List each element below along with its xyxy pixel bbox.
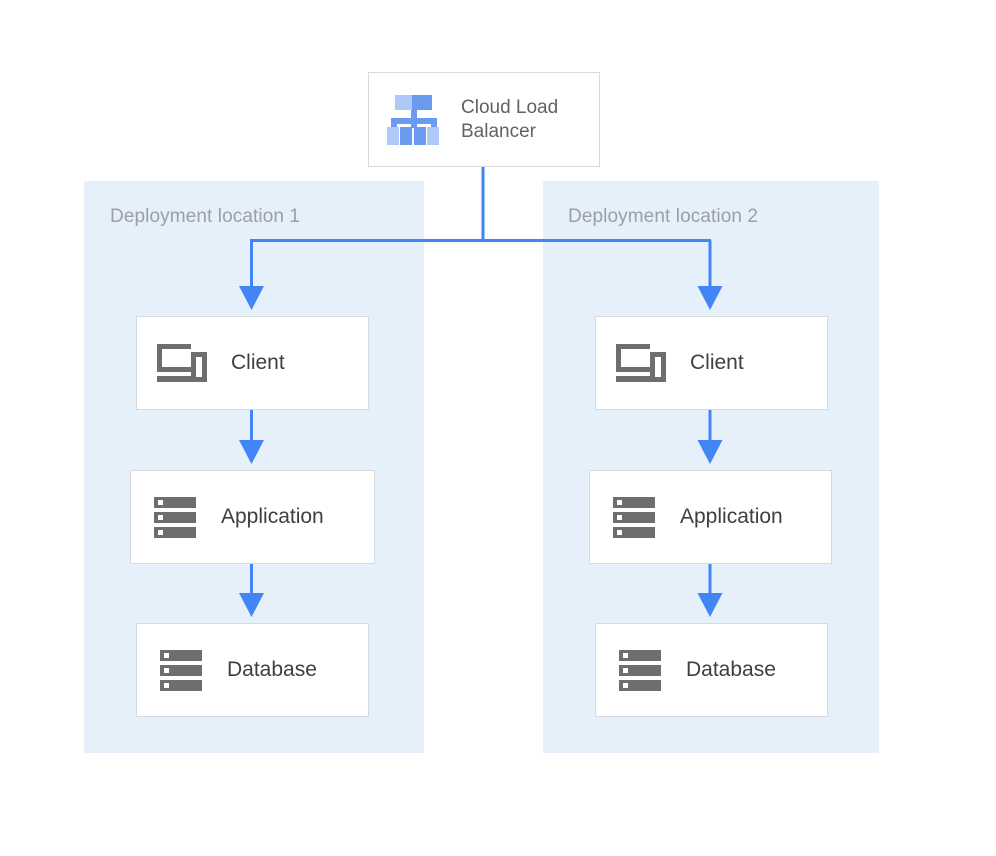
node-database-1[interactable]: Database — [136, 623, 369, 717]
node-label-client-2: Client — [690, 351, 744, 375]
node-cloud-load-balancer[interactable]: Cloud Load Balancer — [368, 72, 600, 167]
node-label-application-2: Application — [680, 505, 783, 529]
node-label-database-1: Database — [227, 658, 317, 682]
server-stack-icon — [610, 493, 658, 541]
node-label-database-2: Database — [686, 658, 776, 682]
node-label-application-1: Application — [221, 505, 324, 529]
zone-label-deployment-location-1: Deployment location 1 — [110, 206, 301, 227]
node-application-2[interactable]: Application — [589, 470, 832, 564]
node-client-2[interactable]: Client — [595, 316, 828, 410]
server-stack-icon — [151, 493, 199, 541]
client-devices-icon — [616, 342, 668, 384]
client-devices-icon — [157, 342, 209, 384]
node-database-2[interactable]: Database — [595, 623, 828, 717]
load-balancer-icon — [387, 93, 441, 147]
node-application-1[interactable]: Application — [130, 470, 375, 564]
node-label-cloud-load-balancer: Cloud Load Balancer — [461, 97, 559, 142]
zone-label-deployment-location-2: Deployment location 2 — [568, 206, 759, 227]
node-client-1[interactable]: Client — [136, 316, 369, 410]
server-stack-icon — [616, 646, 664, 694]
server-stack-icon — [157, 646, 205, 694]
node-label-client-1: Client — [231, 351, 285, 375]
